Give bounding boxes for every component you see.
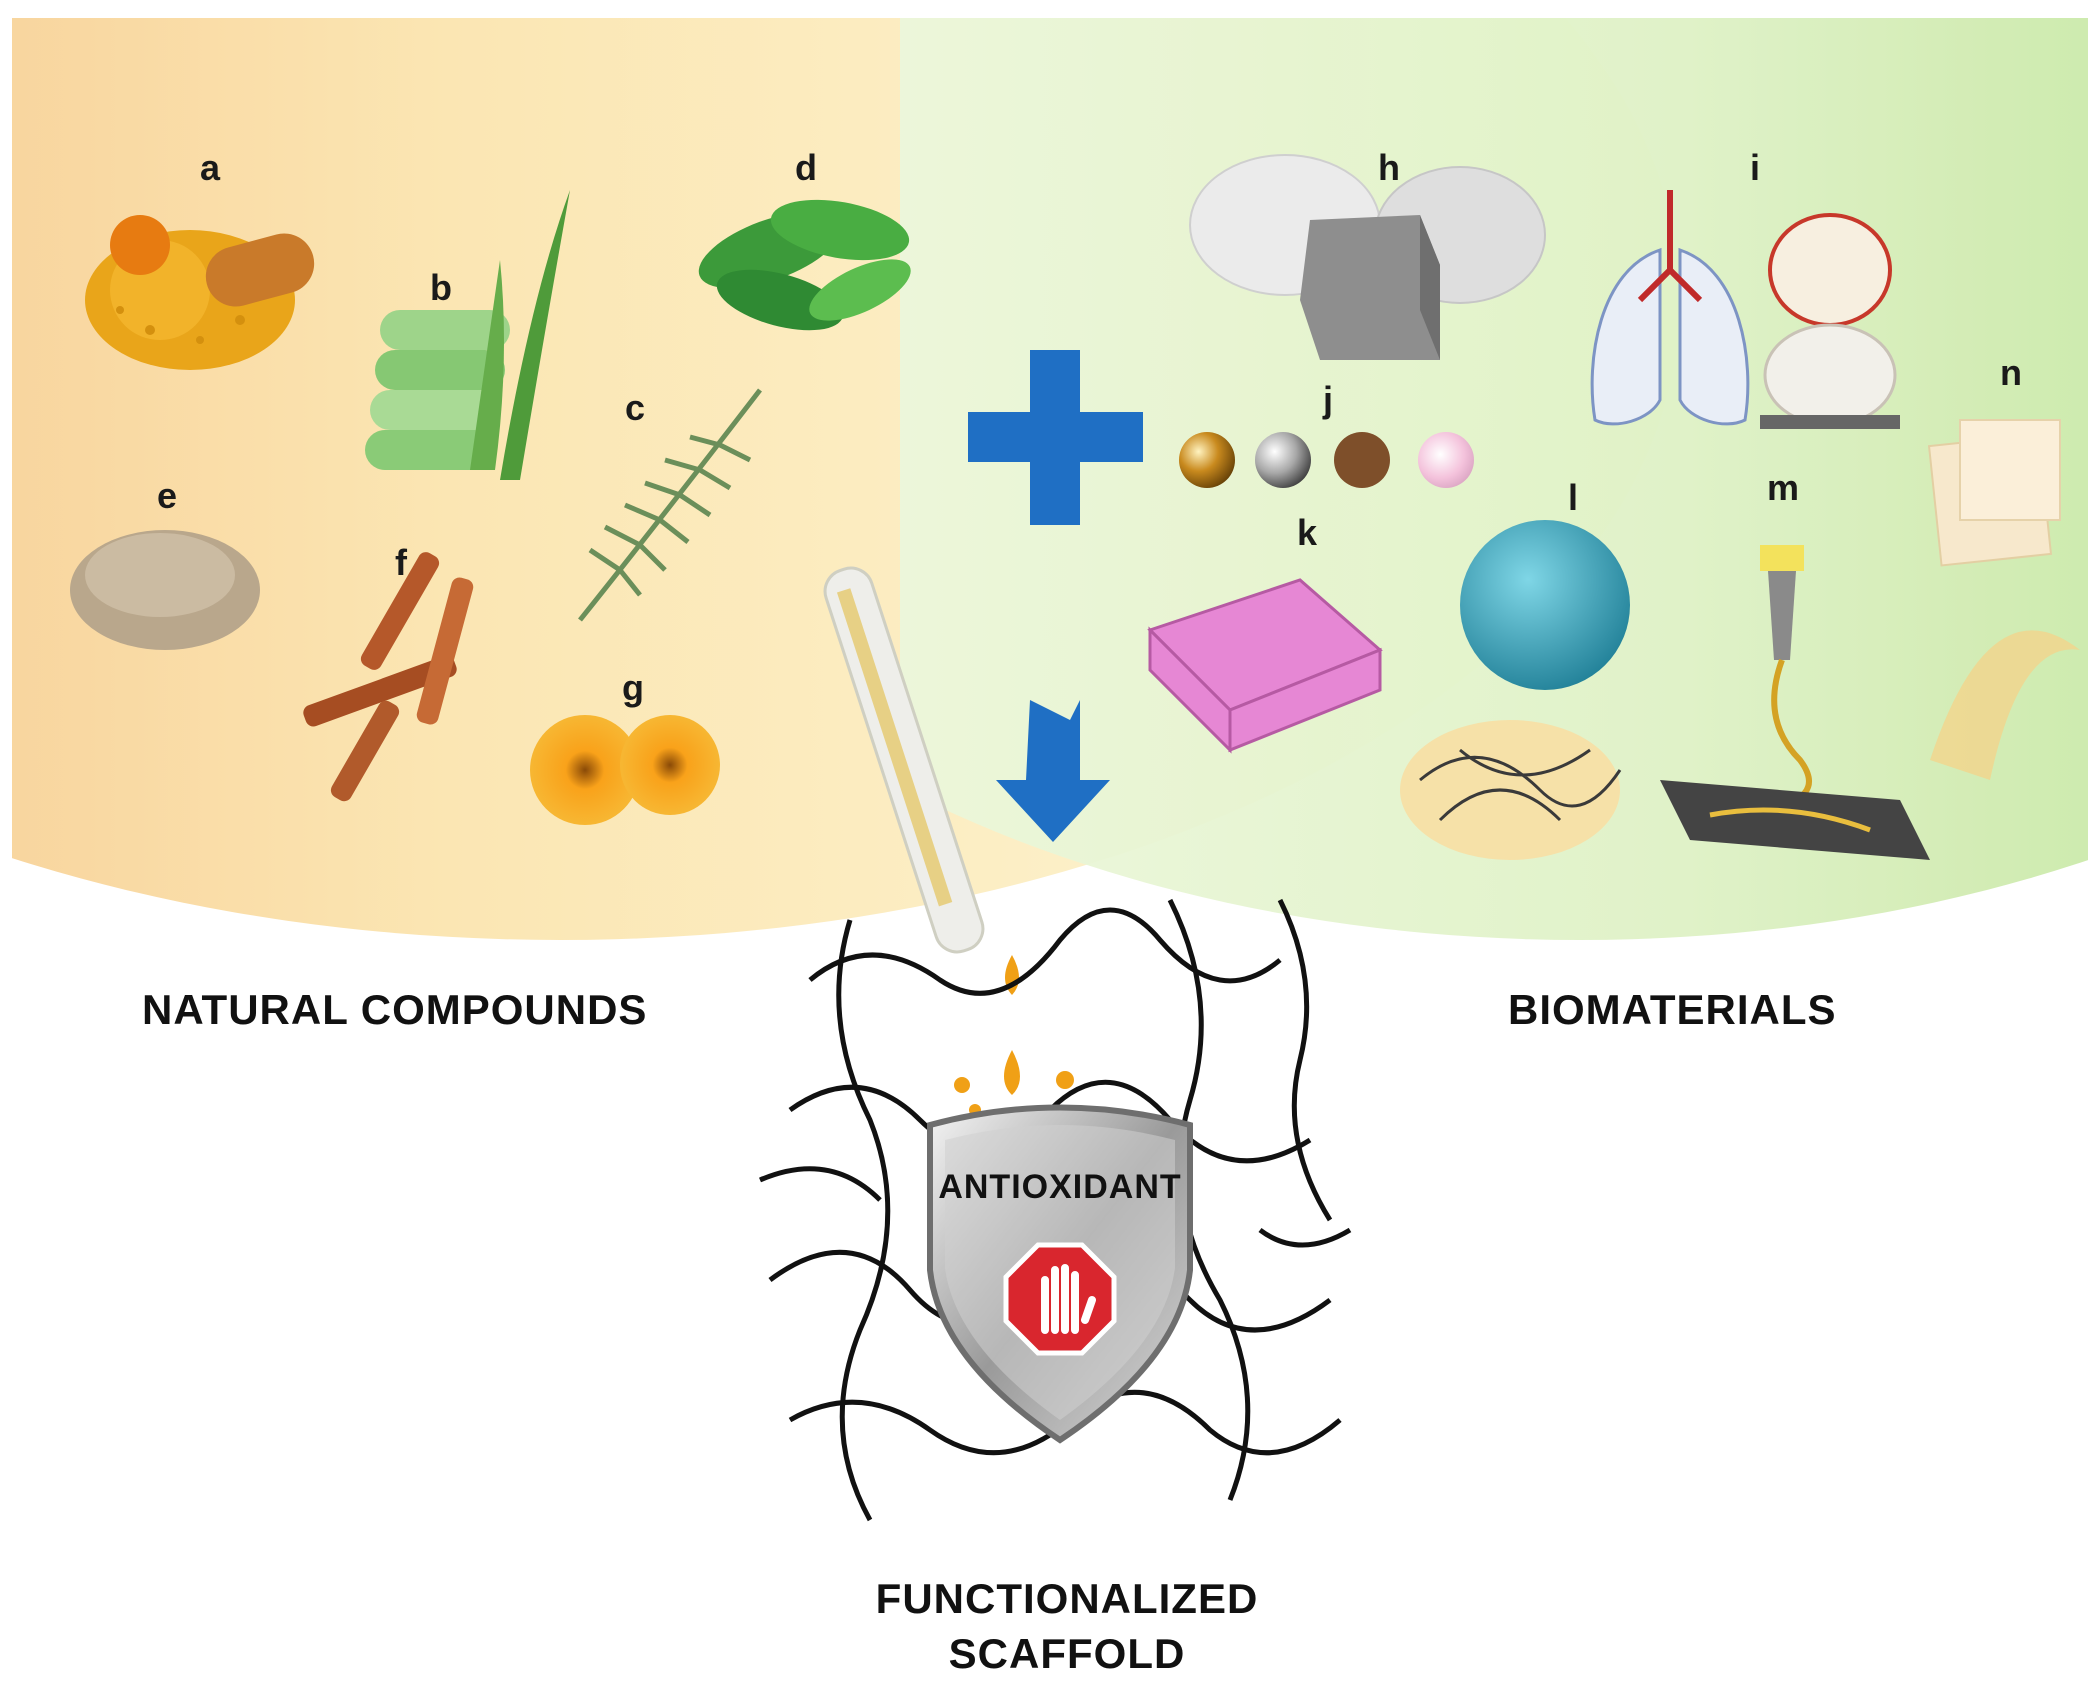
shield-label: ANTIOXIDANT xyxy=(938,1168,1181,1206)
aloe-vera-image xyxy=(365,190,570,480)
label-k: k xyxy=(1297,512,1318,553)
bioprinter-image xyxy=(1660,545,2080,860)
label-d: d xyxy=(795,147,817,188)
label-j: j xyxy=(1322,379,1333,420)
label-h: h xyxy=(1378,147,1400,188)
natural-compounds-title: NATURAL COMPOUNDS xyxy=(142,986,647,1033)
label-g: g xyxy=(622,667,644,708)
turmeric-image xyxy=(85,215,315,370)
mint-leaves-image xyxy=(698,199,911,331)
label-m: m xyxy=(1767,467,1799,508)
label-e: e xyxy=(157,475,177,516)
lattice-scaffold-image xyxy=(1147,578,1383,754)
functionalized-scaffold-title-line1: FUNCTIONALIZED xyxy=(876,1575,1259,1622)
functionalized-scaffold-title-line2: SCAFFOLD xyxy=(949,1630,1186,1677)
calendula-flowers-image xyxy=(530,715,720,825)
thin-films-image xyxy=(1927,419,2061,567)
dropper-image xyxy=(823,566,1074,1116)
cinnamon-sticks-image xyxy=(303,552,474,802)
apple-halves-image xyxy=(1760,213,1900,429)
down-arrow xyxy=(996,700,1110,842)
rosemary-image xyxy=(578,388,762,622)
fiber-network-image xyxy=(1400,720,1622,860)
porous-scaffolds-image xyxy=(1189,154,1546,360)
label-c: c xyxy=(625,387,645,428)
label-l: l xyxy=(1568,477,1578,518)
label-a: a xyxy=(200,147,221,188)
microspheres-image xyxy=(1179,432,1474,488)
label-i: i xyxy=(1750,147,1760,188)
lungs-image xyxy=(1590,190,1750,426)
plus-sign xyxy=(968,350,1143,525)
biomaterials-title: BIOMATERIALS xyxy=(1508,986,1837,1033)
hydrogel-image xyxy=(1460,520,1630,690)
stop-sign-icon xyxy=(1003,1242,1117,1356)
label-b: b xyxy=(430,267,452,308)
seed-powder-image xyxy=(70,530,260,650)
label-f: f xyxy=(395,542,408,583)
label-n: n xyxy=(2000,352,2022,393)
